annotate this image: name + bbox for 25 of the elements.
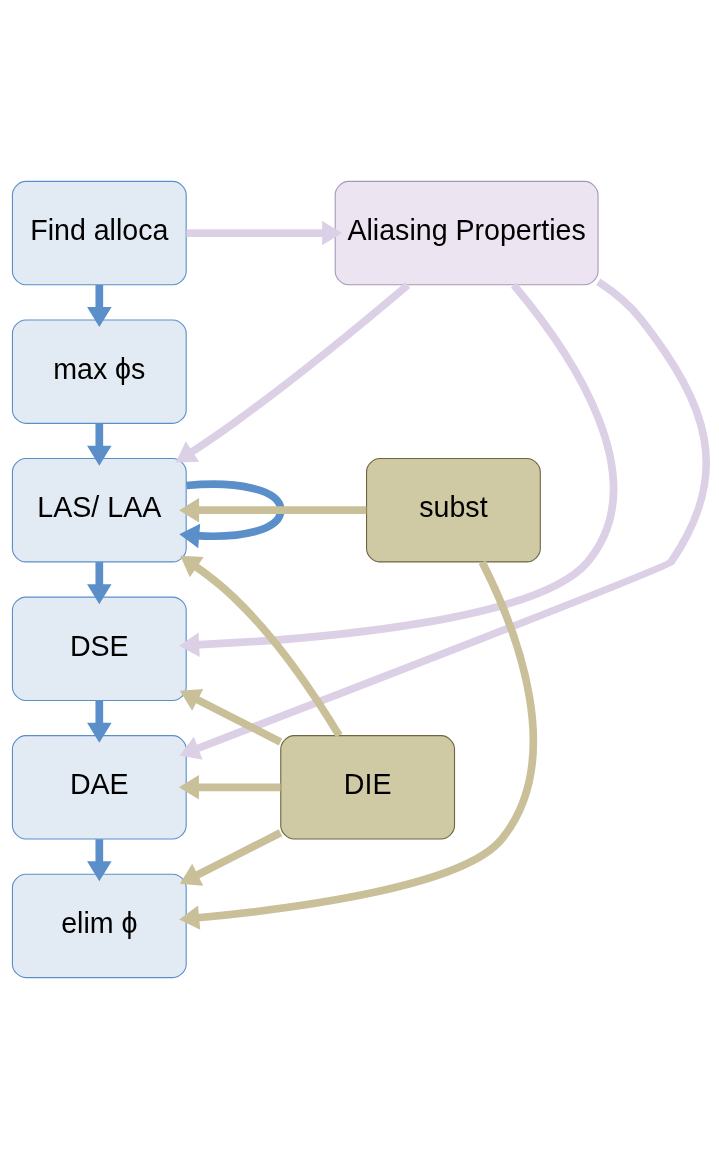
arrow xyxy=(180,555,343,738)
arrow xyxy=(179,479,285,548)
node-box: DAE xyxy=(11,734,187,840)
node-box: Find alloca xyxy=(11,180,187,285)
arrow xyxy=(179,560,538,930)
node-box: subst xyxy=(366,457,541,562)
arrow xyxy=(179,688,283,745)
arrow xyxy=(179,282,618,657)
arrow xyxy=(87,700,112,743)
node-box: DIE xyxy=(280,734,456,840)
arrow xyxy=(179,497,367,522)
arrow xyxy=(179,278,710,760)
arrow xyxy=(175,281,411,462)
node-box: DSE xyxy=(11,596,187,701)
arrow xyxy=(179,828,283,886)
arrow xyxy=(87,838,112,881)
node-box: max ϕs xyxy=(11,318,187,424)
arrow xyxy=(87,561,112,604)
arrow xyxy=(178,774,281,800)
node-box: elim ϕ xyxy=(11,873,187,978)
node-box: Aliasing Properties xyxy=(334,180,599,285)
arrow xyxy=(87,284,112,327)
node-box: LAS/ LAA xyxy=(11,457,187,562)
arrow xyxy=(186,220,343,245)
arrow xyxy=(87,423,112,466)
